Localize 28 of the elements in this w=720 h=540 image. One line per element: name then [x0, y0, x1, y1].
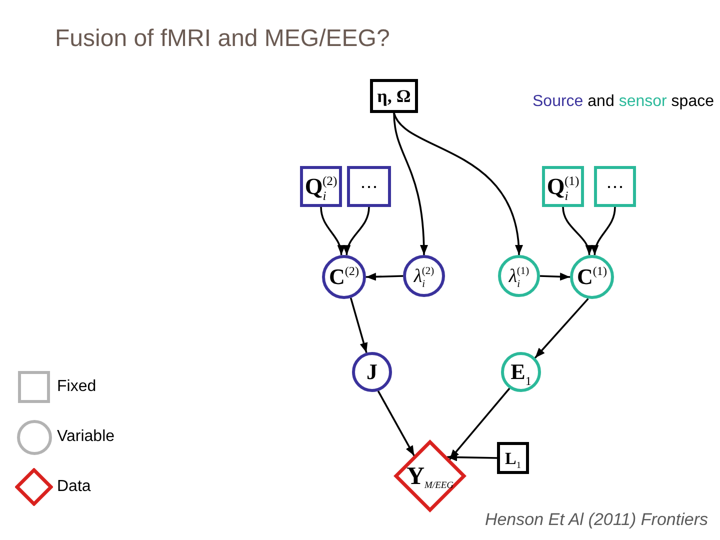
parameter-box: η, Ω: [370, 79, 418, 113]
section-subtitle: Source and sensor space: [532, 93, 714, 111]
arrow: [377, 390, 415, 456]
arrow: [562, 206, 592, 256]
legend-label: Variable: [57, 428, 115, 446]
variable-circle: C$^{(1)}$: [570, 255, 614, 299]
arrow: [540, 272, 570, 281]
arrow: [534, 298, 589, 358]
arrow: [366, 272, 404, 281]
arrow: [350, 298, 368, 354]
variable-circle: C$^{(2)}$: [322, 255, 366, 299]
parameter-box: ⋯: [594, 166, 636, 207]
legend-label: Data: [57, 478, 91, 496]
parameter-box: ⋯: [347, 166, 391, 207]
variable-circle: E$_{1}$: [501, 352, 541, 392]
citation-text: Henson Et Al (2011) Frontiers: [484, 510, 708, 530]
legend-label: Fixed: [57, 378, 96, 396]
arrow: [393, 112, 428, 256]
parameter-box: L$_{1}$: [497, 442, 529, 474]
arrow: [393, 112, 522, 256]
slide-title: Fusion of fMRI and MEG/EEG?: [55, 26, 390, 52]
arrow: [344, 206, 370, 256]
arrow: [448, 388, 510, 460]
arrow: [320, 206, 344, 256]
arrow: [447, 453, 498, 462]
data-diamond: Y$_{M/EEG}$: [394, 440, 466, 512]
arrow: [592, 206, 616, 256]
variable-circle: J: [352, 352, 392, 392]
